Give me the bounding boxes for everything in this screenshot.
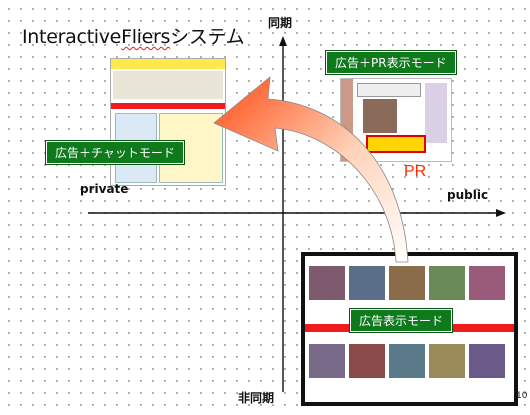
- axis-label-bottom: 非同期: [238, 391, 275, 405]
- thumb-image-strip: [113, 71, 223, 99]
- axis-label-right: public: [447, 188, 489, 202]
- thumb-poster-8: [389, 344, 425, 378]
- title-prefix: Interactive: [22, 26, 122, 48]
- thumb-poster-6: [309, 344, 345, 378]
- horizontal-axis-arrowhead: [496, 209, 506, 217]
- page-number: 10: [516, 391, 528, 401]
- curved-arrow: [213, 76, 409, 263]
- pr-label: PR: [404, 163, 427, 180]
- diagram-title: InteractiveFliersシステム: [22, 22, 245, 49]
- ad-mode-label: 広告表示モード: [348, 308, 454, 333]
- thumb-poster-7: [349, 344, 385, 378]
- title-underlined: Fliers: [121, 26, 171, 48]
- thumb-poster-1: [309, 266, 345, 300]
- chat-mode-label: 広告＋チャットモード: [45, 140, 185, 165]
- pr-mode-label: 広告＋PR表示モード: [325, 50, 457, 75]
- axis-label-left: private: [80, 182, 129, 196]
- vertical-axis-arrowhead: [279, 36, 287, 46]
- axis-label-top: 同期: [268, 16, 293, 30]
- title-suffix: システム: [170, 26, 245, 48]
- pr-highlight-box: [366, 135, 426, 153]
- thumb-poster-4: [429, 266, 465, 300]
- thumb-red-bar: [111, 103, 225, 109]
- thumb-header: [357, 83, 421, 97]
- thumb-poster-5: [469, 266, 505, 300]
- thumb-header: [111, 59, 225, 69]
- thumb-right-ad: [425, 83, 447, 143]
- thumb-poster-9: [429, 344, 465, 378]
- thumb-poster-2: [349, 266, 385, 300]
- thumb-poster-10: [469, 344, 505, 378]
- thumb-poster-3: [389, 266, 425, 300]
- thumb-photo: [363, 99, 397, 133]
